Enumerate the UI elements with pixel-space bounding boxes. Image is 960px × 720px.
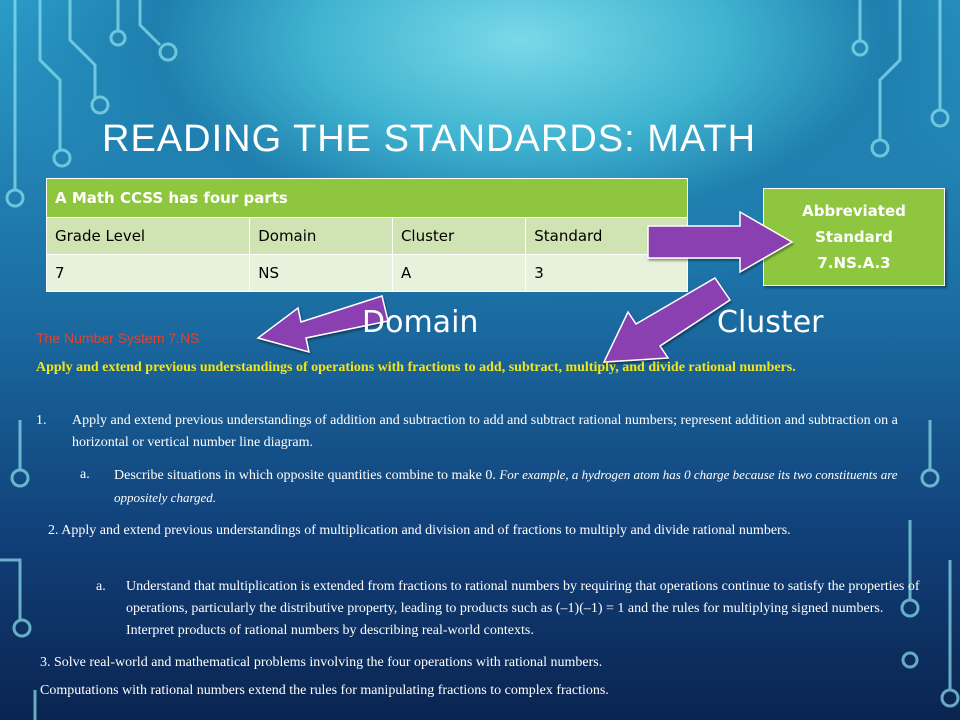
ccss-parts-table: A Math CCSS has four parts Grade Level D… (45, 178, 688, 292)
domain-name: The Number System 7.NS (36, 330, 200, 346)
value-domain: NS (249, 254, 393, 292)
table-header: A Math CCSS has four parts (46, 178, 688, 218)
standard-3-note: Computations with rational numbers exten… (40, 683, 609, 698)
standard-1a-example: For example, a hydrogen atom has 0 charg… (114, 467, 898, 505)
slide-title: READING THE STANDARDS: MATH (102, 118, 757, 160)
col-grade-level: Grade Level (45, 217, 251, 255)
table-row: 7 NS A 3 (45, 254, 688, 292)
domain-label: Domain (362, 305, 479, 340)
standard-2: 2. Apply and extend previous understandi… (48, 523, 791, 538)
standard-1-number: 1. (36, 413, 47, 428)
standard-1a-letter: a. (80, 467, 90, 482)
standard-2a-text: Understand that multiplication is extend… (126, 579, 920, 638)
table-row: Grade Level Domain Cluster Standard (45, 217, 688, 255)
value-standard: 3 (525, 254, 688, 292)
standard-1a: a. Describe situations in which opposite… (80, 464, 930, 510)
standard-1: 1. Apply and extend previous understandi… (36, 410, 916, 454)
standard-1a-content: Describe situations in which opposite qu… (114, 464, 930, 510)
standard-1-text: Apply and extend previous understandings… (72, 413, 898, 450)
standard-2a-letter: a. (96, 579, 106, 594)
standard-2a: a. Understand that multiplication is ext… (96, 576, 928, 642)
value-grade-level: 7 (45, 254, 251, 292)
cluster-label: Cluster (717, 305, 824, 340)
col-standard: Standard (525, 217, 688, 255)
abbreviated-code: 7.NS.A.3 (817, 254, 891, 272)
abbreviated-standard-box: Abbreviated Standard 7.NS.A.3 (763, 188, 945, 286)
standard-1a-text: Describe situations in which opposite qu… (114, 468, 496, 483)
value-cluster: A (391, 254, 527, 292)
abbreviated-label: Abbreviated (802, 202, 906, 220)
cluster-statement: Apply and extend previous understandings… (36, 360, 796, 375)
col-cluster: Cluster (391, 217, 527, 255)
table-header-row: A Math CCSS has four parts (46, 178, 688, 218)
standard-label: Standard (815, 228, 893, 246)
standard-3: 3. Solve real-world and mathematical pro… (40, 655, 603, 670)
col-domain: Domain (249, 217, 393, 255)
